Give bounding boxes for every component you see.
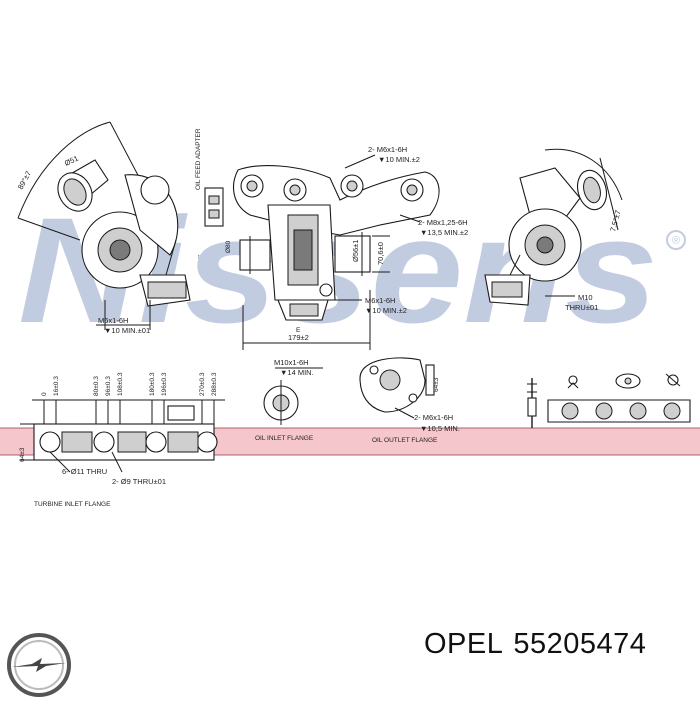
turbine-inlet-label: TURBINE INLET FLANGE	[34, 501, 111, 508]
holes-2-label: 2- Ø9 THRU±01	[112, 477, 166, 486]
oil-outlet-flange: 64±3 2- M6x1-6H ▼10,5 MIN. OIL OUTLET FL…	[359, 357, 460, 444]
manifold-center-view: → Ø80 179±2 Ø56±1 70,6±0 2- M6x1-6H ▼10 …	[195, 145, 468, 350]
turbo-left-view: 89°±7 Ø51 M6x1-6H ▼10 MIN.±01	[16, 121, 191, 335]
thru-right-label: THRU±01	[565, 303, 598, 312]
tick-label: 288±0.3	[211, 372, 218, 396]
oil-outlet-label: OIL OUTLET FLANGE	[372, 437, 438, 444]
two-m6-right-label: 2- M6x1-6H	[414, 413, 453, 422]
part-number: 55205474	[513, 628, 647, 660]
holes-6-label: 6- Ø11 THRU	[62, 467, 107, 476]
brand-name: OPEL	[424, 628, 504, 660]
footer-caption: OPEL 55205474	[424, 628, 656, 661]
two-m6-right-depth-label: ▼10,5 MIN.	[420, 424, 460, 433]
m10-depth-label: ▼14 MIN.	[280, 368, 314, 377]
m10-right-label: M10	[578, 293, 593, 302]
m6-mid-label: M6x1-6H	[365, 296, 395, 305]
m6-left-label: M6x1-6H	[98, 316, 128, 325]
m10-fitting: M10x1-6H ▼14 MIN. OIL INLET FLANGE	[255, 358, 323, 442]
thread-b-label: 2- M8x1,25-6H	[418, 218, 468, 227]
dim-179-label: 179±2	[288, 333, 309, 342]
thread-b-depth-label: ▼13,5 MIN.±2	[420, 228, 468, 237]
turbine-inlet-flange: 0 16±0.3 80±0.3 96±0.3 108±0.3 180±0.3 196±0.3…	[19, 372, 225, 508]
tick-label: 80±0.3	[93, 376, 100, 396]
gasket-parts	[527, 373, 691, 428]
flange-height-small: 64±3	[433, 377, 440, 392]
svg-text:E: E	[296, 327, 301, 334]
opel-logo	[7, 633, 71, 697]
svg-text:→: →	[195, 254, 202, 261]
thread-a-depth-label: ▼10 MIN.±2	[378, 155, 420, 164]
tick-label: 96±0.3	[105, 376, 112, 396]
dim-56-label: Ø56±1	[351, 240, 360, 262]
svg-text:Ø80: Ø80	[225, 240, 232, 253]
registered-mark: ®	[672, 235, 680, 247]
tick-label: 180±0.3	[149, 372, 156, 396]
dim-70-label: 70,6±0	[376, 242, 385, 265]
m10-label: M10x1-6H	[274, 358, 309, 367]
tick-label: 108±0.3	[117, 372, 124, 396]
m6-left-depth-label: ▼10 MIN.±01	[104, 326, 150, 335]
tick-label: 270±0.3	[199, 372, 206, 396]
tick-label: 196±0.3	[161, 372, 168, 396]
turbo-right-view: 7.5°±7 M10 THRU±01	[484, 148, 623, 312]
oil-inlet-label: OIL INLET FLANGE	[255, 435, 314, 442]
tick-label: 16±0.3	[53, 376, 60, 396]
tick-label: 0	[41, 392, 48, 396]
registered-mark-circle	[666, 230, 686, 250]
thread-a-label: 2- M6x1-6H	[368, 145, 407, 154]
m6-mid-depth-label: ▼10 MIN.±2	[365, 306, 407, 315]
oil-feed-callout: OIL FEED ADAPTER	[195, 128, 224, 227]
flange-height-label: 64±3	[19, 447, 26, 462]
dimension-ticks: 0 16±0.3 80±0.3 96±0.3 108±0.3 180±0.3 196±0.3…	[41, 372, 218, 424]
diameter-left-label: Ø51	[63, 154, 80, 168]
oil-feed-label: OIL FEED ADAPTER	[195, 128, 202, 190]
